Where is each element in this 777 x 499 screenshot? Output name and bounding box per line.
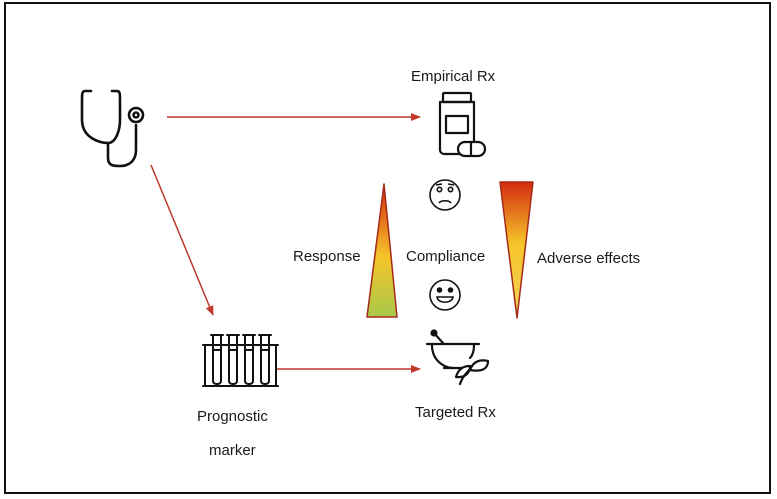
adverse-effects-triangle	[499, 181, 534, 319]
mortar-pestle-icon	[425, 329, 490, 386]
label-prognostic: Prognostic	[197, 408, 268, 425]
label-empirical-rx: Empirical Rx	[411, 68, 496, 85]
diagram-frame	[4, 2, 771, 494]
label-response: Response	[293, 248, 361, 265]
pill-bottle-icon	[438, 91, 487, 158]
response-triangle	[366, 183, 398, 318]
test-tubes-icon	[202, 334, 279, 387]
label-adverse-effects: Adverse effects	[537, 250, 641, 267]
label-marker: marker	[209, 442, 256, 459]
sad-face-icon	[429, 179, 461, 211]
happy-face-icon	[429, 279, 461, 311]
stethoscope-icon	[80, 89, 145, 168]
arrow-stethoscope-to-marker	[150, 164, 214, 316]
label-targeted-rx: Targeted Rx	[415, 404, 496, 421]
label-compliance: Compliance	[406, 248, 486, 265]
